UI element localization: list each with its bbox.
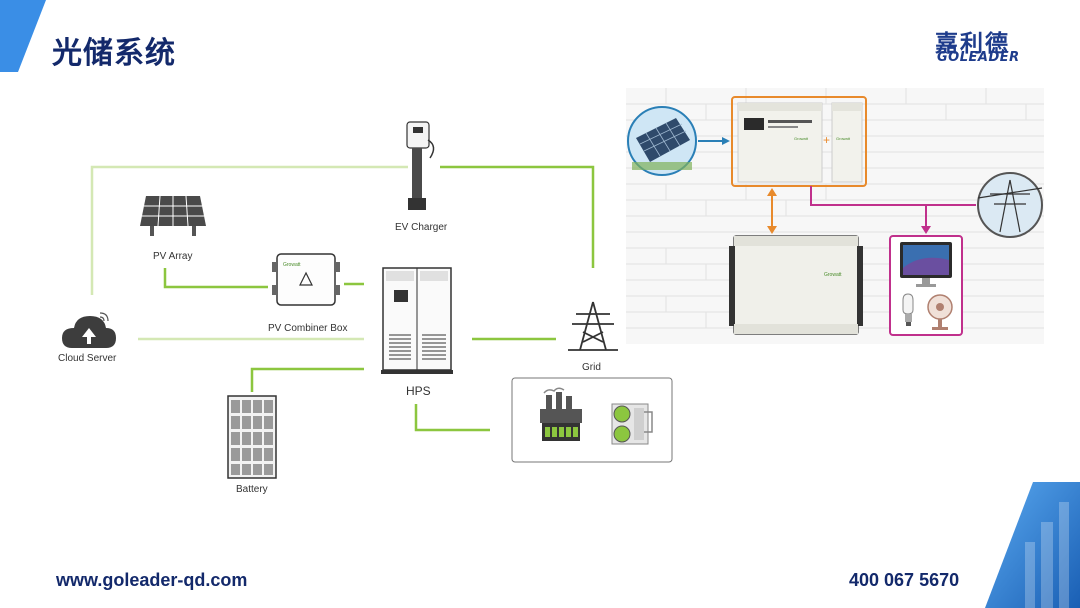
inverter-unit-icon: Growatt xyxy=(737,102,823,183)
system-diagram: Growatt xyxy=(62,121,673,479)
battery-rack-icon xyxy=(227,395,277,479)
pv-array-icon xyxy=(140,195,206,236)
pv-array-label: PV Array xyxy=(153,251,193,262)
footer-website[interactable]: www.goleader-qd.com xyxy=(56,570,248,590)
power-pylon-photo-icon xyxy=(977,172,1043,238)
logo-chinese: 嘉利德 xyxy=(935,31,1010,57)
plus-icon: + xyxy=(823,133,830,147)
corner-accent-top-left xyxy=(0,0,46,72)
monitor-icon xyxy=(900,242,952,287)
storage-unit-icon: Growatt xyxy=(729,235,863,335)
footer-phone: 400 067 5670 xyxy=(849,570,960,590)
pv-combiner-box-label: PV Combiner Box xyxy=(268,323,348,334)
fan-icon xyxy=(927,294,953,330)
battery-module-icon: Growatt xyxy=(831,102,863,183)
battery-label: Battery xyxy=(236,484,268,495)
storage-unit-brand-text: Growatt xyxy=(824,272,842,278)
ev-charger-label: EV Charger xyxy=(395,222,448,233)
hps-label: HPS xyxy=(406,384,431,398)
light-bulb-icon xyxy=(902,293,914,326)
grid-label: Grid xyxy=(582,362,601,373)
line-ev-to-cloud xyxy=(90,165,408,295)
ev-charger-icon xyxy=(406,121,435,210)
air-conditioner-icon xyxy=(611,403,653,445)
inverter-brand-text: Growatt xyxy=(794,136,809,141)
line-ev-to-grid xyxy=(440,165,595,268)
cloud-server-icon xyxy=(62,312,116,348)
combiner-brand-text: Growatt xyxy=(283,262,301,268)
pv-combiner-box-icon: Growatt xyxy=(272,253,340,306)
line-battery-to-hps xyxy=(250,367,364,392)
corner-accent-bottom-right xyxy=(985,482,1080,608)
line-hps-to-loads xyxy=(414,404,490,432)
grid-tower-icon xyxy=(568,301,618,351)
loads-box xyxy=(511,377,673,463)
cloud-server-label: Cloud Server xyxy=(58,353,117,364)
battery-module-brand-text: Growatt xyxy=(836,136,851,141)
line-pv-array-to-combiner xyxy=(163,268,268,289)
logo-english: GOLEADER xyxy=(937,50,1020,65)
factory-icon xyxy=(540,387,582,441)
hps-cabinet-icon xyxy=(381,267,453,374)
solar-farm-photo-icon xyxy=(627,106,697,176)
residential-storage-illustration: Growatt + Growatt Growatt xyxy=(626,88,1044,344)
page-title: 光储系统 xyxy=(52,36,176,71)
